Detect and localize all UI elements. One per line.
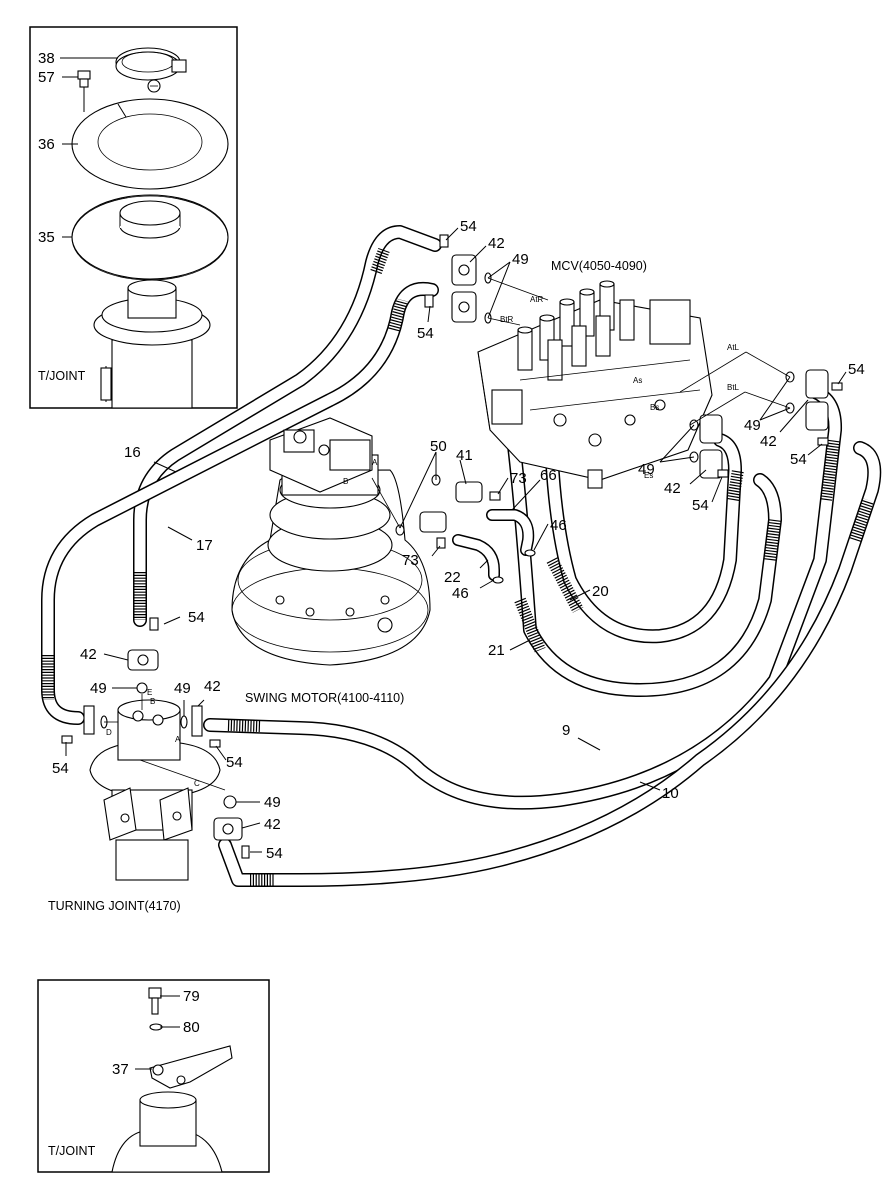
callout-73: 73: [510, 470, 527, 487]
port-joint-a: A: [175, 735, 181, 744]
callout-54: 54: [52, 760, 69, 777]
hose-16: [133, 225, 442, 627]
gasket-36: [71, 98, 229, 190]
callout-17: 17: [196, 537, 213, 554]
port-btr: BtR: [500, 315, 514, 324]
port-motor-b: B: [343, 477, 348, 486]
hose-9: [203, 385, 843, 810]
main-control-valve: [477, 280, 713, 489]
port-atr: AtR: [530, 295, 544, 304]
callout-37: 37: [112, 1061, 129, 1078]
title-inset-bottom: T/JOINT: [48, 1144, 96, 1158]
callout-54: 54: [417, 325, 434, 342]
turning-joint-body-top: [93, 279, 211, 409]
callout-49: 49: [512, 251, 529, 268]
title-swing-motor: SWING MOTOR(4100-4110): [245, 691, 404, 705]
port-joint-b: B: [150, 697, 155, 706]
port-labels: AtR BtR AtL BtL As Bs Es A B A B C D E: [106, 295, 740, 788]
callout-16: 16: [124, 444, 141, 461]
inset-turning-joint-bottom: [37, 979, 270, 1173]
port-as: As: [633, 376, 642, 385]
plate-35: [71, 194, 229, 281]
callout-41: 41: [456, 447, 473, 464]
stopper-plate-37: [149, 1045, 233, 1089]
callout-42: 42: [264, 816, 281, 833]
callout-42: 42: [204, 678, 221, 695]
turning-joint: [89, 699, 226, 881]
port-btl: BtL: [727, 383, 740, 392]
port-es: Es: [644, 471, 653, 480]
callout-54: 54: [692, 497, 709, 514]
callout-54: 54: [790, 451, 807, 468]
callout-54: 54: [188, 609, 205, 626]
title-inset-top: T/JOINT: [38, 369, 86, 383]
callout-36: 36: [38, 136, 55, 153]
callout-54: 54: [226, 754, 243, 771]
callout-49: 49: [90, 680, 107, 697]
fittings: [61, 234, 843, 859]
callout-54: 54: [848, 361, 865, 378]
bolt-57: [77, 70, 91, 112]
callout-49: 49: [174, 680, 191, 697]
port-joint-c: C: [194, 779, 200, 788]
callout-54: 54: [266, 845, 283, 862]
callout-79: 79: [183, 988, 200, 1005]
callout-49: 49: [744, 417, 761, 434]
callout-42: 42: [760, 433, 777, 450]
callout-21: 21: [488, 642, 505, 659]
callout-20: 20: [592, 583, 609, 600]
titles: MCV(4050-4090) SWING MOTOR(4100-4110) TU…: [38, 259, 647, 1158]
inset-turning-joint-top: [29, 26, 238, 409]
turning-joint-body-bottom: [111, 1091, 223, 1173]
title-mcv: MCV(4050-4090): [551, 259, 647, 273]
port-atl: AtL: [727, 343, 740, 352]
callout-54: 54: [460, 218, 477, 235]
port-motor-a: A: [372, 458, 378, 467]
callout-57: 57: [38, 69, 55, 86]
callout-49: 49: [264, 794, 281, 811]
callout-42: 42: [80, 646, 97, 663]
callout-35: 35: [38, 229, 55, 246]
bolt-79: [148, 987, 162, 1015]
leader-lines: [65, 227, 847, 853]
port-joint-d: D: [106, 728, 112, 737]
callout-50: 50: [430, 438, 447, 455]
callout-49: 49: [638, 461, 655, 478]
hose-17: [41, 282, 439, 725]
hose-clamp-38: [115, 47, 187, 93]
callout-38: 38: [38, 50, 55, 67]
callout-73: 73: [402, 552, 419, 569]
callout-46: 46: [550, 517, 567, 534]
callout-42: 42: [664, 480, 681, 497]
port-joint-e: E: [147, 688, 152, 697]
callout-9: 9: [562, 722, 570, 739]
callout-46: 46: [452, 585, 469, 602]
hose-10: [218, 441, 882, 887]
port-bs: Bs: [650, 403, 659, 412]
callout-42: 42: [488, 235, 505, 252]
callout-80: 80: [183, 1019, 200, 1036]
callout-numbers: 38 57 36 35 54 42 49 54 54 49 42 54 49 4…: [38, 50, 865, 1078]
callout-22: 22: [444, 569, 461, 586]
callout-66: 66: [540, 467, 557, 484]
callout-10: 10: [662, 785, 679, 802]
title-turning-joint: TURNING JOINT(4170): [48, 899, 181, 913]
swing-motor: [231, 417, 431, 666]
